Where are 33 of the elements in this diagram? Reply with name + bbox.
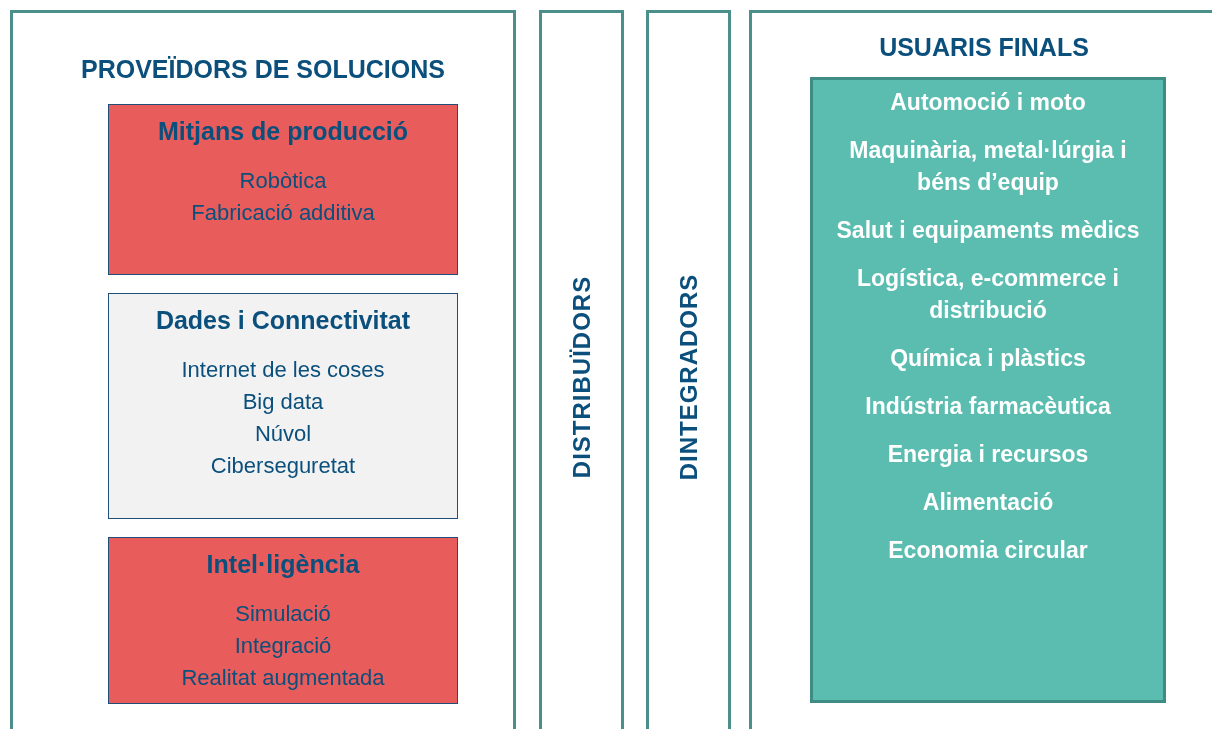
panel-title: PROVEÏDORS DE SOLUCIONS [80,55,446,84]
column-title: DISTRIBUÏDORS [567,275,596,478]
category-item: Realitat augmentada [181,664,385,692]
category-item: Robòtica [239,167,327,195]
column-panel [749,10,1212,729]
sector-item: Logística, e-commerce i distribució [856,265,1119,323]
sector-item: Salut i equipaments mèdics [836,217,1140,243]
category-item: Ciberseguretat [210,452,356,480]
sector-item: Economia circular [888,537,1088,563]
category-heading: Intel·ligència [205,549,361,580]
column-panel [646,10,731,729]
category-item: Internet de les coses [181,356,385,384]
sector-item: Alimentació [922,489,1054,515]
category-item: Fabricació additiva [191,199,375,227]
panel-title: USUARIS FINALS [878,33,1090,62]
sector-list-box [810,77,1166,703]
category-box [108,104,458,275]
category-item: Núvol [254,420,312,448]
category-item: Integració [234,632,332,660]
sector-item: Energia i recursos [887,441,1089,467]
column-title: DINTEGRADORS [674,273,703,480]
sector-item: Química i plàstics [890,345,1086,371]
column-panel [539,10,624,729]
category-heading: Dades i Connectivitat [154,305,412,336]
category-box [108,293,458,519]
category-box [108,537,458,704]
sector-item: Indústria farmacèutica [865,393,1111,419]
category-item: Big data [242,388,324,416]
sector-item: Maquinària, metal·lúrgia i béns d’equip [849,137,1127,195]
sector-item: Automoció i moto [890,89,1086,115]
category-item: Simulació [235,600,331,628]
category-heading: Mitjans de producció [157,116,409,147]
column-panel [10,10,516,729]
